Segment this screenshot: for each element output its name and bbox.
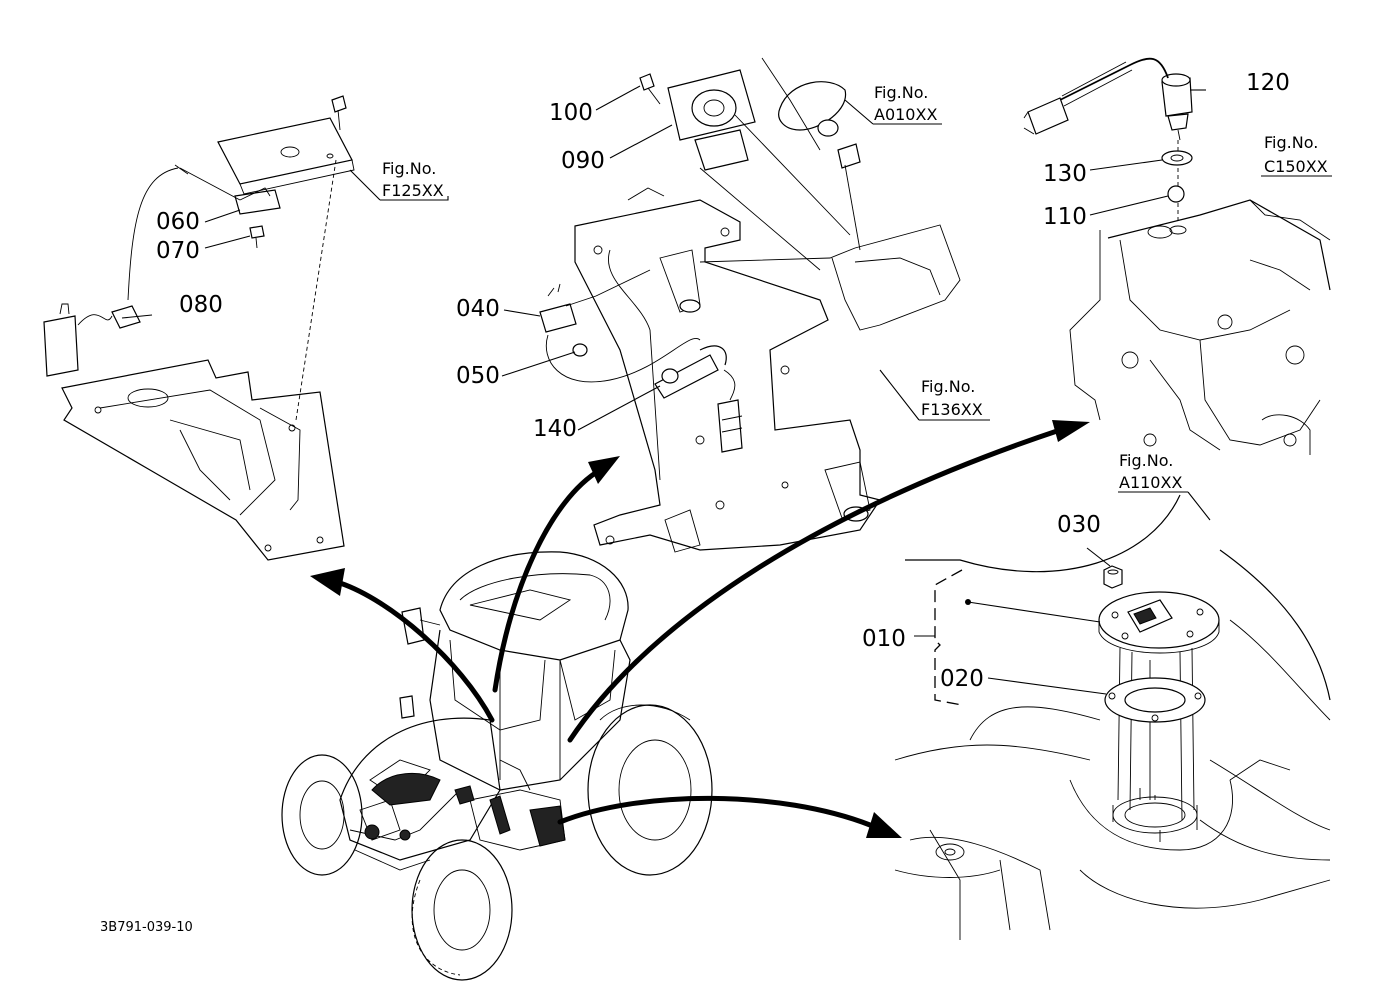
figure-ref-a110: Fig.No. A110XX xyxy=(1119,451,1182,492)
figure-ref-a010-code: A010XX xyxy=(874,105,937,124)
transmission-sensor-assembly xyxy=(1023,57,1331,455)
part-label-010: 010 xyxy=(862,626,906,652)
figure-ref-a010: Fig.No. A010XX xyxy=(874,83,937,124)
figure-ref-f125: Fig.No. F125XX xyxy=(382,159,444,200)
part-label-100: 100 xyxy=(549,100,593,126)
part-label-130: 130 xyxy=(1043,161,1087,187)
callout-leaders xyxy=(121,85,1332,695)
seat-switch-assembly xyxy=(43,95,355,561)
figure-ref-c150-prefix: Fig.No. xyxy=(1264,133,1318,152)
figure-ref-c150: Fig.No. C150XX xyxy=(1264,133,1328,176)
figure-ref-f125-prefix: Fig.No. xyxy=(382,159,436,178)
part-label-070: 070 xyxy=(156,238,200,264)
figure-ref-f136: Fig.No. F136XX xyxy=(921,377,983,419)
part-label-120: 120 xyxy=(1246,70,1290,96)
part-label-090: 090 xyxy=(561,148,605,174)
part-label-020: 020 xyxy=(940,666,984,692)
pedal-sensor-assembly xyxy=(539,57,961,553)
part-label-140: 140 xyxy=(533,416,577,442)
location-arrows xyxy=(310,420,1090,838)
figure-ref-f136-prefix: Fig.No. xyxy=(921,377,975,396)
figure-ref-f136-code: F136XX xyxy=(921,400,983,419)
part-label-110: 110 xyxy=(1043,204,1087,230)
figure-ref-f125-code: F125XX xyxy=(382,181,444,200)
part-label-080: 080 xyxy=(179,292,223,318)
tractor-illustration xyxy=(281,551,713,981)
fuel-sender-assembly xyxy=(894,494,1331,940)
part-label-050: 050 xyxy=(456,363,500,389)
figure-ref-a110-code: A110XX xyxy=(1119,473,1182,492)
part-label-040: 040 xyxy=(456,296,500,322)
part-label-030: 030 xyxy=(1057,512,1101,538)
part-label-060: 060 xyxy=(156,209,200,235)
figure-ref-a110-prefix: Fig.No. xyxy=(1119,451,1173,470)
figure-ref-a010-prefix: Fig.No. xyxy=(874,83,928,102)
drawing-id: 3B791-039-10 xyxy=(100,920,193,935)
figure-ref-c150-code: C150XX xyxy=(1264,157,1328,176)
